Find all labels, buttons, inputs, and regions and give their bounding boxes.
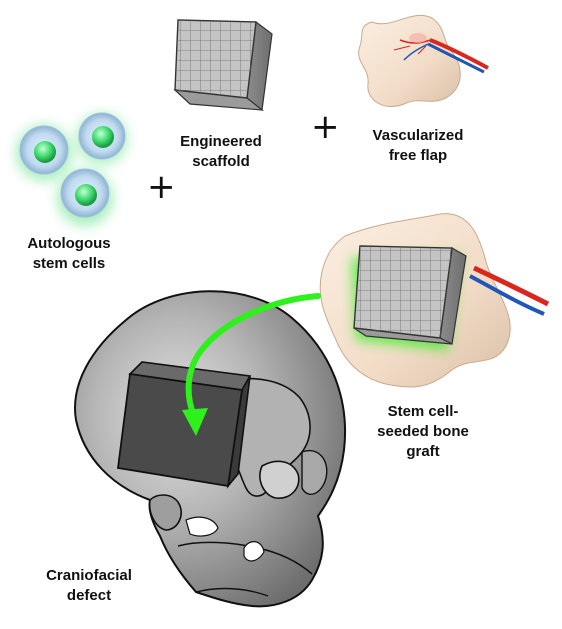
- stem-cell-icon: [57, 168, 113, 226]
- label-line: scaffold: [192, 153, 250, 170]
- bone-graft-illustration: [319, 213, 550, 388]
- skull-illustration: [74, 290, 346, 608]
- plus-sign: +: [147, 167, 176, 207]
- label-scaffold: Engineered scaffold: [166, 132, 276, 172]
- label-line: Craniofacial: [46, 567, 132, 584]
- label-bone-graft: Stem cell- seeded bone graft: [366, 402, 480, 462]
- label-line: defect: [66, 587, 112, 604]
- label-line: graft: [406, 443, 440, 460]
- label-stem-cells: Autologous stem cells: [8, 234, 130, 274]
- label-line: stem cells: [32, 255, 106, 272]
- defect-region: [116, 361, 252, 489]
- label-line: Vascularized: [372, 127, 464, 144]
- label-line: Engineered: [180, 133, 262, 150]
- stem-cell-icon: [76, 112, 128, 165]
- free-flap-illustration: [358, 14, 489, 107]
- label-line: free flap: [388, 147, 448, 164]
- transfer-arrow: [182, 293, 321, 436]
- label-line: seeded bone: [377, 423, 469, 440]
- label-line: Autologous: [27, 235, 111, 252]
- plus-sign: +: [311, 107, 340, 147]
- stem-cell-icon: [16, 125, 72, 181]
- label-free-flap: Vascularized free flap: [358, 126, 478, 166]
- scaffold-illustration: [173, 19, 273, 112]
- stem-cells-illustration: [16, 112, 128, 226]
- label-line: Stem cell-: [387, 403, 459, 420]
- label-defect: Craniofacial defect: [30, 566, 148, 606]
